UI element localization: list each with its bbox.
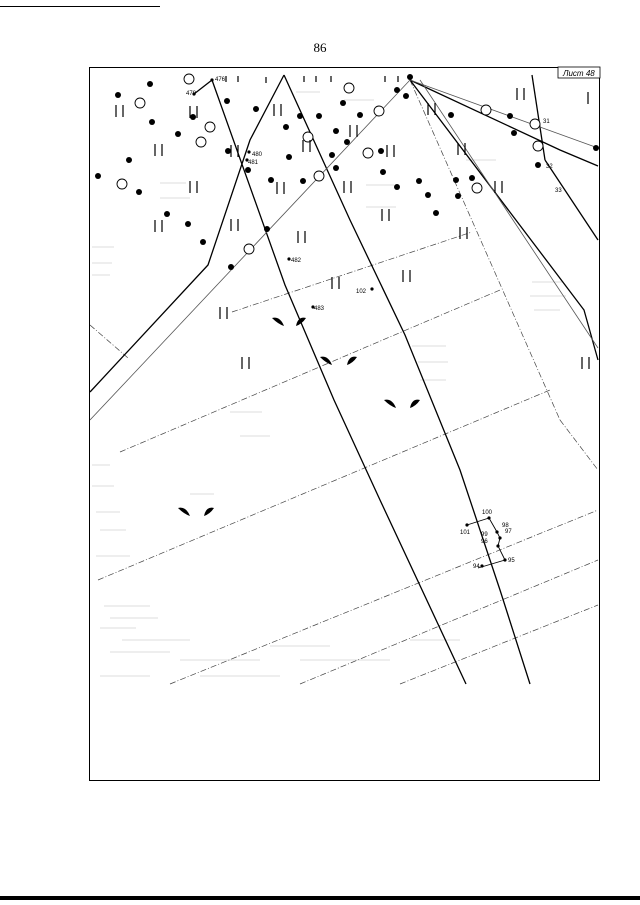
point-label: 98: [502, 523, 509, 529]
point-label: 100: [482, 510, 493, 516]
point-label: 101: [460, 530, 471, 536]
point-label: 96: [481, 539, 488, 545]
point-label: 95: [508, 558, 515, 564]
meadow-symbols: [115, 76, 590, 369]
point-label: 481: [248, 160, 259, 166]
header-rule: [0, 6, 160, 7]
point-label: 94: [473, 564, 480, 570]
point-label: 99: [481, 532, 488, 538]
parcel-boundaries: [90, 79, 599, 685]
survey-points: [192, 78, 507, 568]
point-label: 482: [291, 258, 302, 264]
point-label: 483: [314, 306, 325, 312]
point-label: 478: [186, 91, 197, 97]
map-frame: [89, 67, 600, 781]
sheet-label: Лист 48: [562, 69, 595, 78]
page-number: 86: [313, 40, 327, 55]
forest-dots: [95, 74, 599, 270]
main-roads: [90, 74, 599, 685]
point-label: 476: [215, 77, 226, 83]
terrain-hatching: [92, 91, 566, 677]
point-label: 480: [252, 152, 263, 158]
forest-circles: [116, 73, 544, 255]
point-label: 102: [356, 289, 367, 295]
point-label: 32: [546, 164, 553, 170]
footer-rule: [0, 896, 640, 900]
secondary-lines: [90, 79, 599, 421]
sheet-label-box: Лист 48: [557, 66, 601, 79]
point-label: 97: [505, 529, 512, 535]
point-label: 33: [555, 188, 562, 194]
point-labels: 476 478 480 481 482 483 102 31 32 33 100…: [186, 77, 562, 570]
point-label: 31: [543, 119, 550, 125]
reed-symbols: [178, 317, 420, 516]
